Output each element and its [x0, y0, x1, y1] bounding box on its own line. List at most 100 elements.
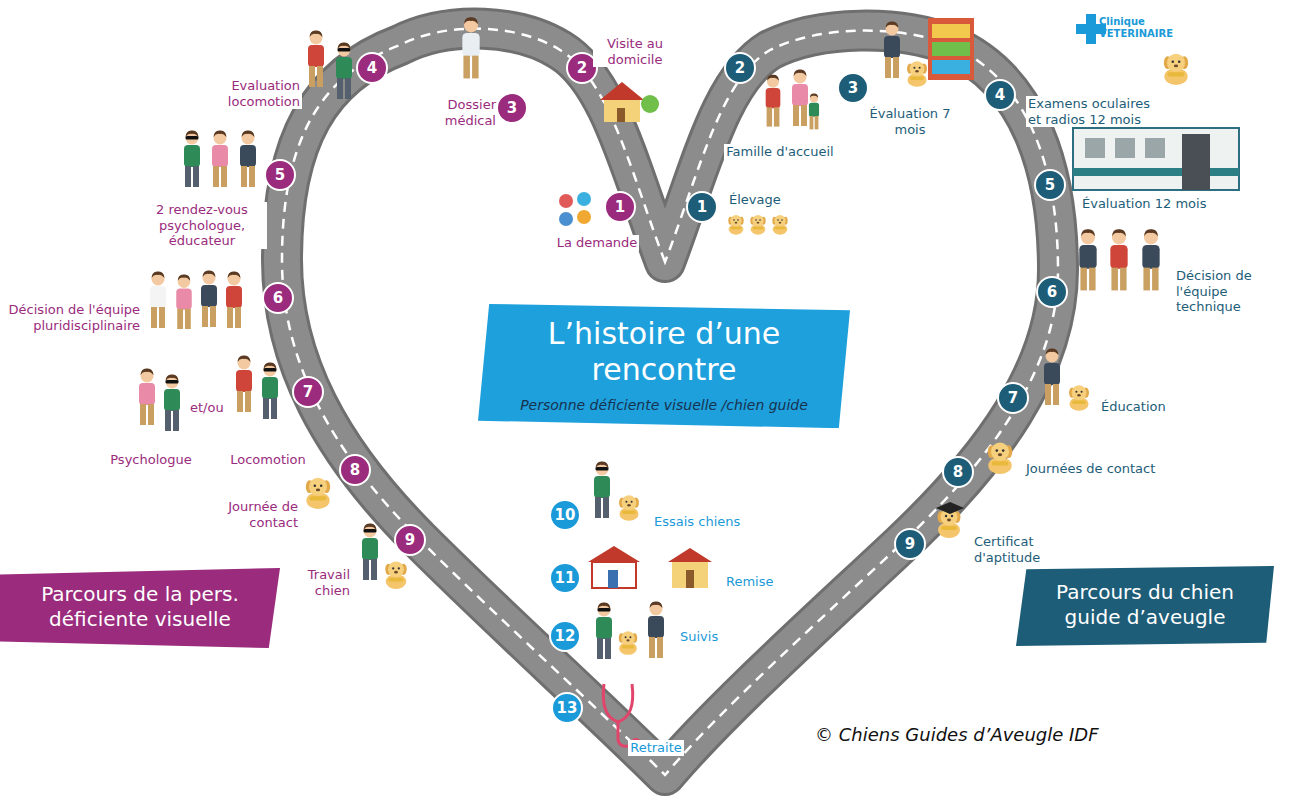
step-label: Décision de l'équipe technique [1174, 268, 1268, 315]
dog-figure [1164, 54, 1188, 85]
step-number: 12 [551, 622, 579, 650]
step-marker: 7 [292, 376, 324, 408]
road-dashes [282, 29, 1058, 775]
copyright-caption: © Chiens Guides d’Aveugle IDF [815, 724, 1099, 746]
train-window [1115, 138, 1135, 158]
train-body [1073, 128, 1239, 190]
step-marker: 8Journée de contact [339, 454, 371, 486]
step-marker: 1La demande [604, 191, 636, 223]
house-icon [600, 82, 659, 122]
step-number: 2 [726, 54, 754, 82]
banner-fill [1016, 566, 1274, 646]
banner-text: Parcours du chien guide d’aveugle [1030, 580, 1260, 630]
person-figure [308, 30, 324, 87]
step-label: Décision de l'équipe pluridisciplinaire [0, 302, 142, 333]
step-label: Remise [724, 574, 776, 590]
step-marker: 10Essais chiens [549, 499, 581, 531]
train-window [1085, 138, 1105, 158]
step-marker: 4Evaluation locomotion [356, 52, 388, 84]
blind-person-figure [184, 130, 200, 187]
family-figure [792, 69, 808, 126]
step-label: Essais chiens [652, 514, 742, 530]
step-label: Evaluation locomotion [203, 78, 302, 109]
step-number: 7 [999, 384, 1027, 412]
banner-text: Parcours de la pers. déficiente visuelle [14, 582, 266, 632]
heart-road [282, 29, 1058, 775]
train-window [1145, 138, 1165, 158]
house-wall [592, 562, 636, 588]
step-label: Visite au domicile [593, 36, 677, 67]
step-marker: 5Évaluation 12 mois [1034, 169, 1066, 201]
child-figure [809, 94, 819, 130]
dog-figure [1069, 385, 1089, 411]
train-stripe [1073, 168, 1239, 176]
step-number: 4 [986, 81, 1014, 109]
phone-icon [577, 192, 591, 206]
train-door [1182, 134, 1210, 190]
road-edge [282, 29, 1058, 775]
step-number: 1 [606, 193, 634, 221]
house-door [686, 570, 694, 588]
person-figure [176, 274, 191, 329]
step-number: 3 [498, 94, 526, 122]
house-wall [672, 562, 708, 588]
house-door [608, 570, 618, 588]
blind-person-figure [594, 461, 610, 518]
step-label: Évaluation 12 mois [1080, 196, 1208, 212]
step-number: 6 [264, 284, 292, 312]
step-number: 10 [551, 501, 579, 529]
person-figure [1079, 229, 1096, 290]
step-number: 4 [358, 54, 386, 82]
step-label: Élevage [727, 192, 783, 208]
blind-person-figure [596, 602, 612, 659]
step-marker: 3Évaluation 7 mois [837, 72, 869, 104]
family-figure [766, 75, 781, 127]
title-banner: L’histoire d’une rencontrePersonne défic… [478, 304, 850, 428]
step-number: 9 [896, 530, 924, 558]
puppy-figure [750, 215, 765, 235]
psychologist-figure [139, 368, 155, 425]
trainer-figure [1044, 348, 1060, 405]
stethoscope-tube [603, 684, 632, 722]
step-label: Journée de contact [211, 499, 300, 530]
step-marker: 7Éducation [997, 382, 1029, 414]
mobile-icon [559, 212, 573, 226]
shelf-frame [928, 18, 974, 80]
dog-figure [907, 61, 927, 87]
step-marker: 13Retraite [551, 692, 583, 724]
web-icon [577, 210, 591, 224]
step-marker: 52 rendez-vous psychologue, éducateur [264, 159, 296, 191]
step-number: 6 [1038, 278, 1066, 306]
shelf-row [932, 24, 970, 38]
path-banner: Parcours de la pers. déficiente visuelle [0, 568, 280, 648]
dog-figure [988, 443, 1013, 474]
dog-figure [306, 478, 330, 509]
roof [668, 548, 712, 562]
person-figure [150, 271, 166, 328]
step-number: 7 [294, 378, 322, 406]
dog-figure [385, 561, 406, 589]
person-figure [226, 271, 242, 328]
annotation-label: Clinique VETERINAIRE [1099, 16, 1177, 40]
step-label: Journées de contact [1024, 461, 1157, 477]
puppy-figure [772, 215, 787, 235]
blind-person-figure [262, 362, 278, 419]
step-marker: 6Décision de l'équipe pluridisciplinaire [262, 282, 294, 314]
contact-icons [559, 192, 591, 226]
blind-person-figure [362, 523, 378, 580]
step-label: Éducation [1099, 399, 1168, 415]
trainer-figure [884, 21, 900, 78]
step-marker: 1Élevage [686, 191, 718, 223]
roof [600, 82, 644, 100]
person-figure [1110, 229, 1127, 290]
person-figure [201, 270, 217, 327]
shelf-row [932, 60, 970, 74]
dog-figure [619, 495, 639, 521]
path-banner: Parcours du chien guide d’aveugle [1016, 566, 1274, 646]
step-number: 9 [396, 526, 424, 554]
step-number: 13 [553, 694, 581, 722]
annotation-label: et/ou [190, 400, 224, 416]
step-number: 1 [688, 193, 716, 221]
house-door [617, 108, 625, 122]
trainer-figure [648, 601, 664, 658]
